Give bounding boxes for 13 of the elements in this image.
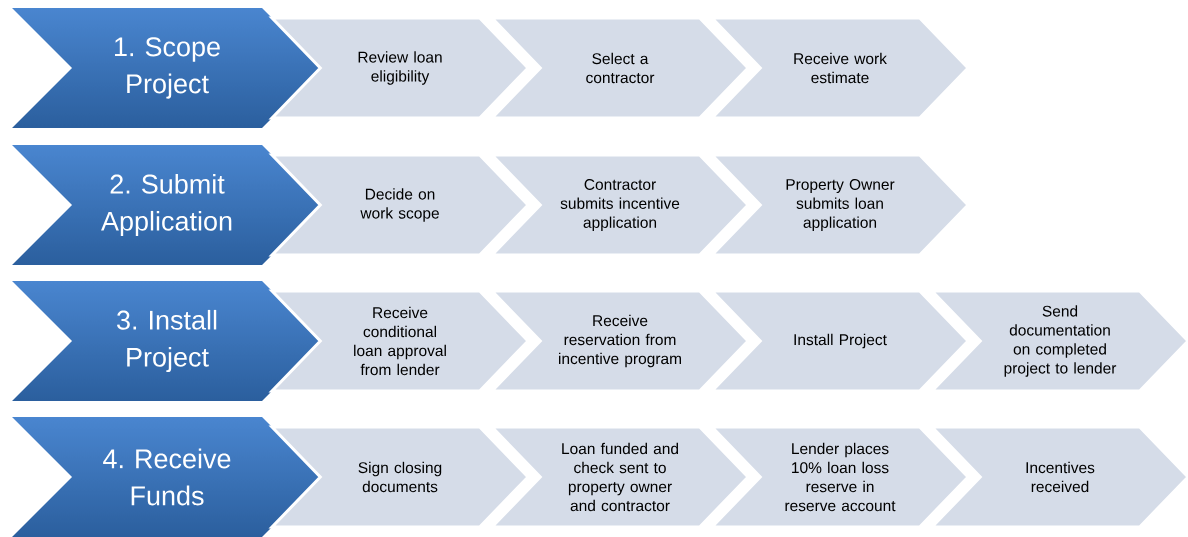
node-label: Incentives received (1026, 461, 1095, 493)
node-label: Lender places 10% loan loss reserve in reserve account (785, 442, 896, 512)
node-label: Sign closing documents (358, 461, 442, 493)
stage-heading: 3. Install Project (117, 309, 217, 373)
process-step: Receive conditional loan approval from lender (268, 289, 531, 393)
process-step: Review loan eligibility (268, 16, 531, 120)
stage-heading: 4. Receive Funds (103, 448, 231, 506)
process-step: Decide on work scope (268, 153, 531, 257)
stage-heading: 1. Scope Project (115, 37, 220, 99)
stage-heading: 2. Submit Application (101, 173, 232, 237)
process-step: Sign closing documents (268, 425, 531, 529)
node-label: Loan funded and check sent to property owner and contractor (562, 442, 679, 512)
node-label: Send documentation on completed project to lender (1004, 305, 1117, 377)
